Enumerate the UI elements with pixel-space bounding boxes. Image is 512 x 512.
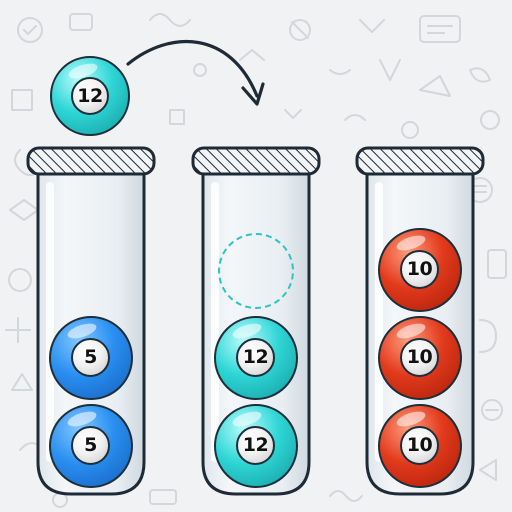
tube-slot: 10 [378,404,462,488]
held-ball[interactable]: 12 [50,56,130,136]
ball-teal[interactable]: 12 [214,404,298,488]
ball-teal[interactable]: 12 [214,316,298,400]
tube-slot: 5 [49,316,133,400]
ball-number: 12 [77,84,103,107]
ball-number-face: 12 [71,77,109,115]
tube-2[interactable]: 12 12 [191,144,321,499]
ball-number: 10 [406,258,433,280]
ball-blue[interactable]: 5 [49,316,133,400]
ball-number-face: 10 [400,338,439,377]
tube-slot: 10 [378,228,462,312]
ball-number: 10 [406,346,433,368]
ball-red[interactable]: 10 [378,404,462,488]
ball-blue[interactable]: 5 [49,404,133,488]
ball-number: 12 [242,346,269,368]
tube-slot: 12 [214,404,298,488]
tube-slot: 10 [378,316,462,400]
ball-number: 5 [84,434,97,456]
ball-red[interactable]: 10 [378,316,462,400]
tube-slot: 5 [49,404,133,488]
ball-number-face: 5 [71,338,110,377]
ball-number-face: 5 [71,426,110,465]
empty-slot-target[interactable] [218,233,294,309]
ball-number-face: 10 [400,426,439,465]
ball-number: 5 [84,346,97,368]
ball-number: 12 [242,434,269,456]
ball-number-face: 10 [400,250,439,289]
ball-number-face: 12 [236,338,275,377]
tube-3[interactable]: 10 10 10 [355,144,485,499]
ball-number: 10 [406,434,433,456]
ball-number-face: 12 [236,426,275,465]
tube-slot: 12 [214,316,298,400]
ball-red[interactable]: 10 [378,228,462,312]
